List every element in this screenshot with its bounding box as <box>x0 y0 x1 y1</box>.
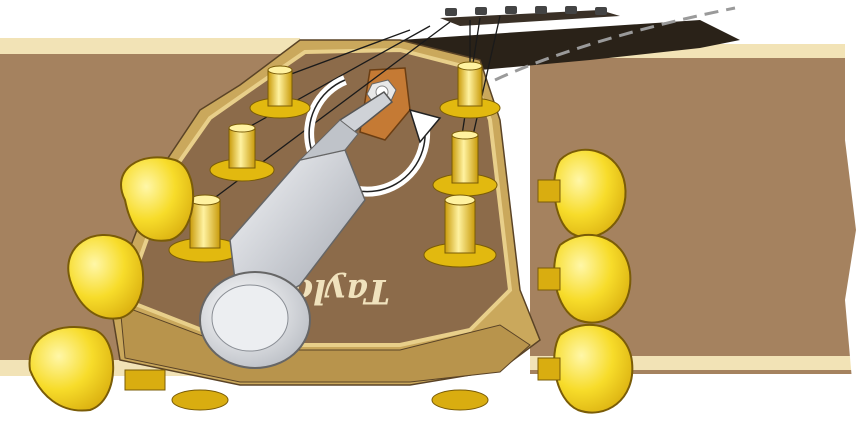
tuner-button-right-2 <box>554 235 630 323</box>
tuner-button-right-1 <box>554 150 625 237</box>
tuner-button-right-3 <box>554 325 632 413</box>
tuner-button-left-3 <box>30 327 114 411</box>
